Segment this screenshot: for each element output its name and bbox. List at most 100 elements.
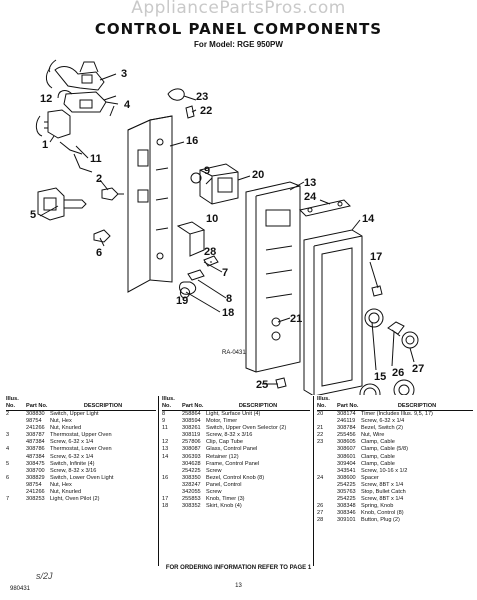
part-number: 308787	[26, 432, 45, 439]
part-description: Switch, Upper Light	[50, 411, 99, 417]
callout-9: 9	[204, 165, 210, 177]
part-number: 241266	[26, 489, 45, 496]
callout-4: 4	[124, 99, 131, 111]
illus-number	[162, 489, 182, 496]
illus-number: 16	[162, 474, 169, 481]
table-row: 487384 Screw, 6-32 x 1/4	[6, 454, 156, 461]
illus-number: 21	[317, 425, 324, 432]
illus-number: 4	[6, 446, 10, 453]
illus-number	[6, 489, 26, 496]
illus-number: 5	[6, 460, 10, 467]
infinite-switch-drawing	[37, 187, 111, 243]
part-description: Clamp, Cable (5/8)	[361, 446, 408, 453]
part-description: Knob, Timer (3)	[206, 496, 245, 503]
part-description: Stop, Bullet Catch	[361, 489, 406, 496]
illus-number: 11	[162, 425, 168, 432]
part-number: 308830	[26, 411, 45, 417]
table-header: Illus. No. Part No. DESCRIPTION	[317, 395, 473, 411]
selector-switches-drawing	[176, 221, 219, 299]
callout-25: 25	[256, 379, 268, 391]
illus-number: 22	[317, 432, 324, 439]
header-illus: Illus. No.	[6, 395, 19, 409]
part-number: 308601	[337, 453, 356, 460]
illus-number: 17	[162, 496, 169, 503]
page-number: 13	[235, 583, 242, 589]
part-number: 308253	[26, 496, 45, 503]
part-number: 308087	[182, 446, 201, 453]
watermark: AppliancePartsPros.com	[131, 0, 346, 18]
callout-27: 27	[412, 363, 424, 375]
part-number: 258864	[182, 411, 201, 417]
callout-21: 21	[290, 313, 302, 325]
callout-15: 15	[374, 371, 386, 383]
part-number: 487384	[26, 453, 45, 460]
part-description: Retainer (12)	[206, 453, 239, 460]
illus-number	[162, 432, 182, 439]
header-part: Part No.	[182, 402, 204, 409]
switch-cluster-drawing	[35, 109, 93, 173]
part-description: Nut, Knurled	[50, 489, 82, 496]
callout-7: 7	[222, 267, 228, 279]
callout-8: 8	[226, 293, 232, 305]
illus-number	[317, 418, 337, 425]
part-description: Light, Surface Unit (4)	[206, 411, 261, 417]
illus-number	[317, 454, 337, 461]
part-description: Thermostat, Upper Oven	[50, 432, 112, 439]
part-description: Thermostat, Lower Oven	[50, 446, 112, 453]
callout-11: 11	[90, 153, 102, 165]
model-subtitle: For Model: RGE 950PW	[194, 40, 283, 49]
callout-6: 6	[96, 247, 102, 259]
illus-number	[6, 482, 26, 489]
part-description: Clamp, Cable	[361, 439, 395, 446]
illus-number	[317, 468, 337, 475]
illus-number: 13	[162, 446, 169, 453]
part-number: 308475	[26, 460, 45, 467]
header-part: Part No.	[26, 402, 48, 409]
footer-code: 980431	[10, 586, 31, 592]
wire-nut-drawing	[185, 105, 195, 119]
illus-number: 18	[162, 503, 169, 510]
part-number: 308700	[26, 467, 45, 474]
illus-number	[6, 418, 26, 425]
illus-number: 12	[162, 439, 169, 446]
illus-number	[162, 468, 182, 475]
part-number: 308174	[337, 411, 356, 417]
part-number: 308119	[182, 432, 201, 439]
part-description: Switch, Upper Oven Selector (2)	[206, 425, 287, 432]
part-description: Screw, 8-32 x 3/16	[50, 467, 97, 474]
illus-number	[6, 439, 26, 446]
part-description: Nut, Hex	[50, 418, 72, 425]
part-description: Screw	[206, 489, 222, 496]
part-description: Screw, 8BT x 1/4	[361, 481, 404, 488]
part-number: 98754	[26, 481, 42, 488]
callout-17: 17	[370, 251, 382, 263]
table-header: Illus. No. Part No. DESCRIPTION	[162, 395, 310, 411]
part-description: Clamp, Cable	[361, 453, 395, 460]
part-description: Knob, Control (8)	[361, 510, 404, 517]
illus-number: 24	[317, 474, 324, 481]
header-description: DESCRIPTION	[397, 402, 437, 409]
part-description: Screw, 6-32 x 1/4	[50, 453, 94, 460]
handwritten-mark: s/2J	[36, 571, 53, 581]
table-header: Illus. No. Part No. DESCRIPTION	[6, 395, 156, 411]
part-description: Switch, Infinite (4)	[50, 460, 95, 467]
